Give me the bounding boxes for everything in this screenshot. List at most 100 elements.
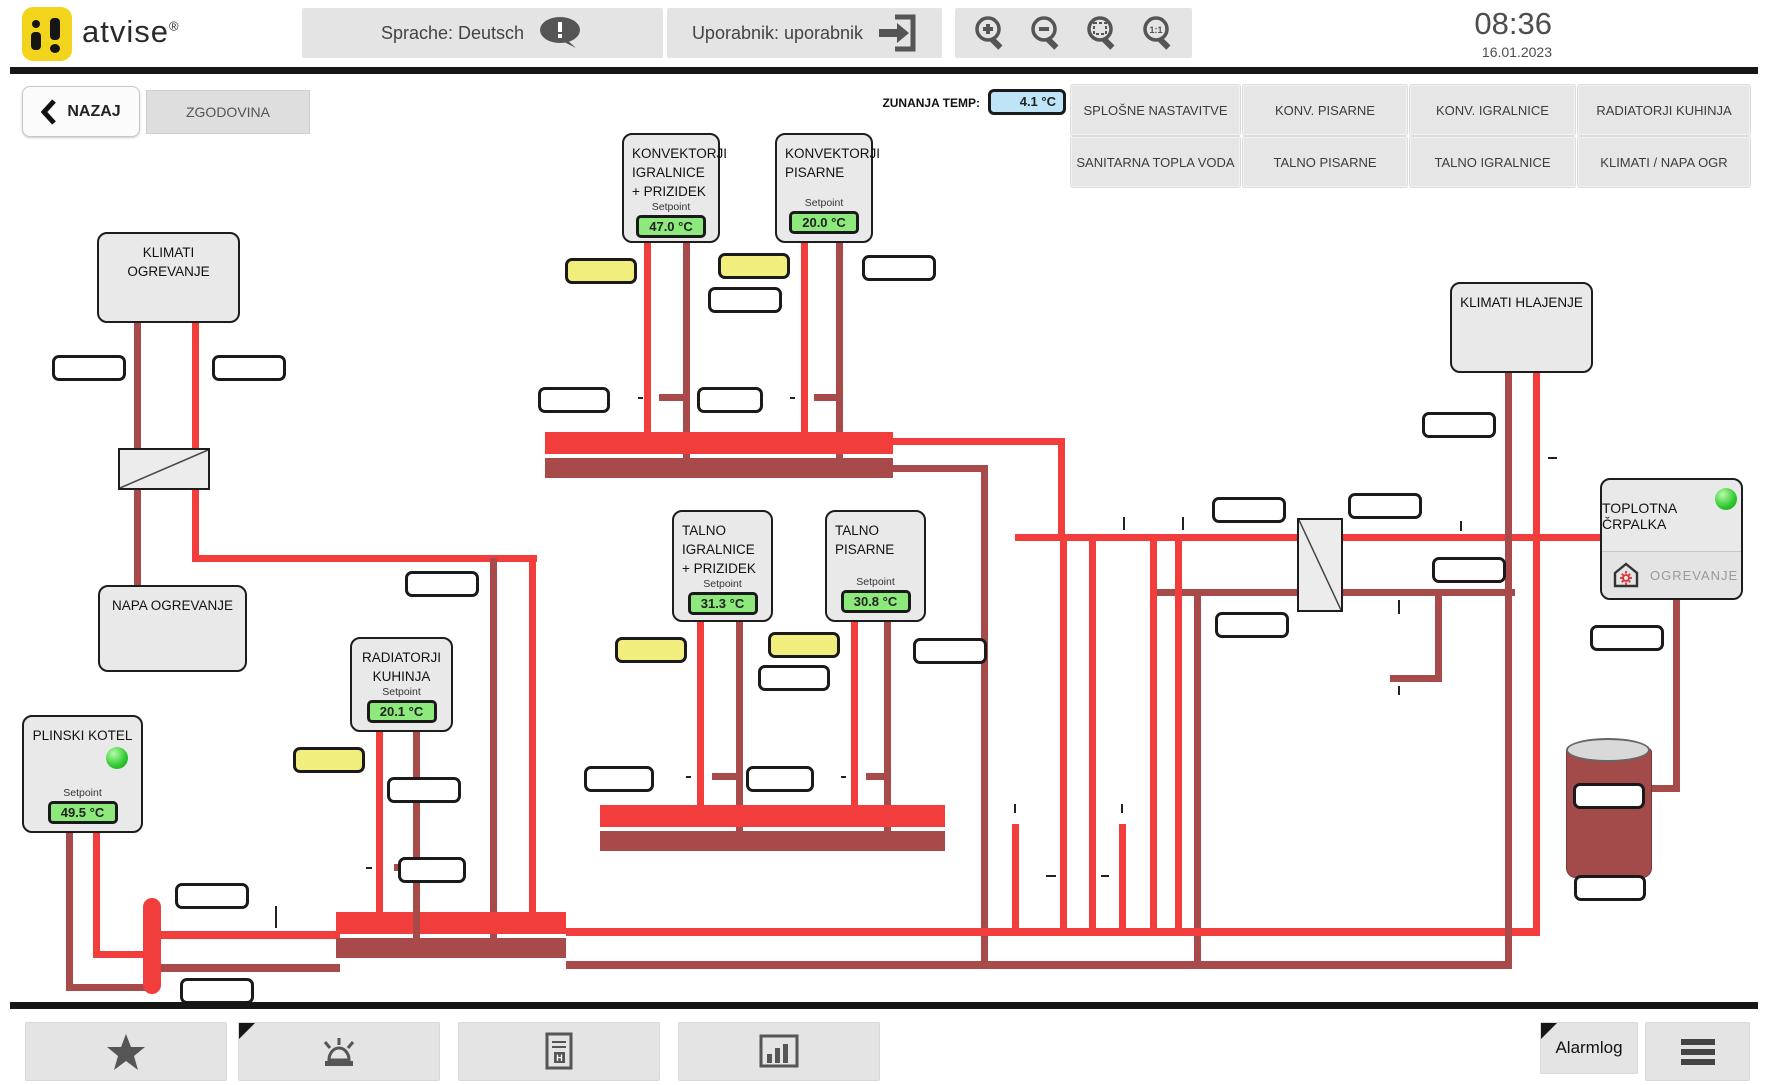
menu-button-klimati-napa-ogr[interactable]: KLIMATI / NAPA OGR <box>1578 137 1750 187</box>
menu-button-konv-igralnice[interactable]: KONV. IGRALNICE <box>1410 85 1575 135</box>
ogrevanje-mode-button[interactable]: OGREVANJE <box>1602 551 1741 598</box>
pipe-segment <box>93 951 146 958</box>
pipe-segment <box>836 243 843 461</box>
value-label <box>758 665 830 691</box>
status-led <box>106 747 128 769</box>
zoom-1to1-icon[interactable]: 1:1 <box>1141 15 1175 51</box>
menu-button-splo-ne-nastavitve[interactable]: SPLOŠNE NASTAVITVE <box>1071 85 1240 135</box>
zoom-toolbar: 1:1 <box>955 8 1192 58</box>
menu-button-talno-igralnice[interactable]: TALNO IGRALNICE <box>1410 137 1575 187</box>
value-label <box>708 287 782 313</box>
pipe-segment <box>884 622 891 836</box>
box-title: KLIMATI HLAJENJE <box>1460 295 1583 310</box>
pipe-segment <box>1175 537 1182 935</box>
zoom-selection-icon[interactable] <box>1085 15 1119 51</box>
svg-text:H: H <box>556 1053 563 1063</box>
pipe-segment <box>1194 592 1201 968</box>
setpoint-value[interactable]: 20.1 °C <box>366 700 437 723</box>
pipe-segment <box>160 964 340 972</box>
pipe-segment <box>566 928 1540 936</box>
buffer-tank <box>1566 748 1652 878</box>
pipe-segment <box>1435 592 1442 682</box>
pipe-segment <box>644 243 651 435</box>
zoom-in-icon[interactable] <box>973 15 1007 51</box>
value-label <box>1590 625 1664 651</box>
reports-button[interactable]: H <box>458 1022 660 1081</box>
pipe-segment <box>192 323 199 448</box>
pipe-segment <box>1058 438 1065 541</box>
favorites-button[interactable] <box>25 1022 227 1081</box>
value-label <box>387 777 461 803</box>
pipe-segment <box>686 776 691 778</box>
value-label <box>180 978 254 1004</box>
pipe-segment <box>697 622 704 810</box>
chevron-left-icon <box>41 98 57 125</box>
value-label <box>1573 783 1645 809</box>
setpoint-label: Setpoint <box>63 787 102 799</box>
language-button[interactable]: Sprache: Deutsch <box>302 8 663 58</box>
pipe-segment <box>529 555 536 917</box>
alarmlog-button[interactable]: Alarmlog <box>1540 1022 1638 1074</box>
unit-box-klimati-hlajenje[interactable]: KLIMATI HLAJENJE <box>1450 282 1593 373</box>
heat-exchanger-diagonal <box>119 449 209 489</box>
pipe-segment <box>659 394 689 401</box>
back-label: NAZAJ <box>67 102 121 120</box>
main-menu-button[interactable] <box>1645 1022 1750 1081</box>
value-label <box>212 355 286 381</box>
value-label <box>538 387 610 413</box>
pipe-segment <box>160 931 340 939</box>
user-label: Uporabnik: uporabnik <box>691 22 864 43</box>
pipe-segment <box>1014 804 1016 813</box>
pipe-segment <box>366 867 372 869</box>
unit-box-klimati-ogrevanje[interactable]: KLIMATI OGREVANJE <box>97 232 240 323</box>
pipe-segment <box>134 490 141 585</box>
pipe-segment <box>683 243 690 461</box>
history-label: ZGODOVINA <box>185 104 270 120</box>
pipe-segment <box>841 776 846 778</box>
menu-button-konv-pisarne[interactable]: KONV. PISARNE <box>1243 85 1407 135</box>
zoom-out-icon[interactable] <box>1029 15 1063 51</box>
menu-button-radiatorji-kuhinja[interactable]: RADIATORJI KUHINJA <box>1578 85 1750 135</box>
value-label <box>1348 493 1422 519</box>
setpoint-value[interactable]: 20.0 °C <box>789 211 859 234</box>
alarms-button[interactable] <box>238 1022 440 1081</box>
bottom-separator <box>10 1002 1758 1009</box>
pipe-segment <box>1123 517 1125 530</box>
box-title: NAPA OGREVANJE <box>111 598 234 613</box>
menu-button-talno-pisarne[interactable]: TALNO PISARNE <box>1243 137 1407 187</box>
value-label <box>1574 875 1646 901</box>
pipe-segment <box>66 984 146 991</box>
value-label <box>1212 497 1286 523</box>
setpoint-value[interactable]: 47.0 °C <box>636 215 706 238</box>
value-label <box>52 355 126 381</box>
unit-box-napa-ogrevanje[interactable]: NAPA OGREVANJE <box>98 585 247 672</box>
setpoint-value[interactable]: 31.3 °C <box>687 592 758 615</box>
value-label <box>1422 412 1496 438</box>
history-button[interactable]: ZGODOVINA <box>146 90 310 134</box>
pipe-segment <box>600 805 945 827</box>
user-button[interactable]: Uporabnik: uporabnik <box>667 8 942 58</box>
hx-klimati <box>118 448 210 490</box>
outdoor-temp-label: ZUNANJA TEMP: <box>882 96 980 110</box>
pipe-segment <box>545 432 893 454</box>
setpoint-value[interactable]: 49.5 °C <box>47 801 118 824</box>
pipe-segment <box>1089 537 1096 935</box>
pipe-segment <box>1182 517 1184 530</box>
setpoint-value[interactable]: 30.8 °C <box>840 590 911 613</box>
menu-button-sanitarna-topla-voda[interactable]: SANITARNA TOPLA VODA <box>1071 137 1240 187</box>
pipe-segment <box>192 490 199 558</box>
star-icon <box>107 1033 145 1070</box>
pipe-segment <box>638 397 643 399</box>
value-label <box>565 258 637 284</box>
back-button[interactable]: NAZAJ <box>22 86 140 137</box>
trends-button[interactable] <box>678 1022 880 1081</box>
alarmlog-corner-marker <box>1541 1023 1557 1039</box>
value-label <box>1432 557 1506 583</box>
